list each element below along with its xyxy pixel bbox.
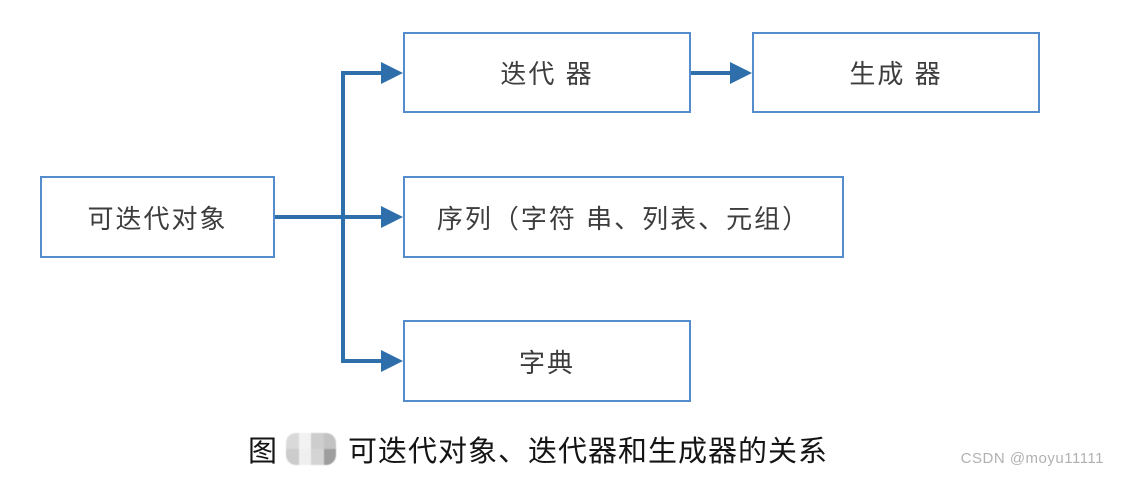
figure-caption-text: 可迭代对象、迭代器和生成器的关系 <box>348 436 829 468</box>
node-dictionary-label: 字典 <box>518 347 575 378</box>
node-sequence: 序列（字符 串、列表、元组） <box>403 176 844 258</box>
figure-caption-prefix: 图 <box>248 436 279 468</box>
node-sequence-label: 序列（字符 串、列表、元组） <box>436 203 811 234</box>
node-iterator: 迭代 器 <box>403 32 691 113</box>
arrowhead-generator-icon <box>730 62 752 84</box>
watermark: CSDN @moyu11111 <box>960 450 1104 467</box>
node-dictionary: 字典 <box>403 320 691 402</box>
node-iterable-label: 可迭代对象 <box>87 203 228 234</box>
node-generator-label: 生成 器 <box>849 59 943 89</box>
redacted-figure-number <box>286 433 337 465</box>
arrowhead-sequence-icon <box>381 206 403 228</box>
figure-caption: 图 可迭代对象、迭代器和生成器的关系 <box>248 430 828 468</box>
node-iterator-label: 迭代 器 <box>500 59 594 89</box>
node-iterable: 可迭代对象 <box>40 176 275 258</box>
arrowhead-iterator-icon <box>381 62 403 84</box>
node-generator: 生成 器 <box>752 32 1040 113</box>
arrowhead-dictionary-icon <box>381 350 403 372</box>
